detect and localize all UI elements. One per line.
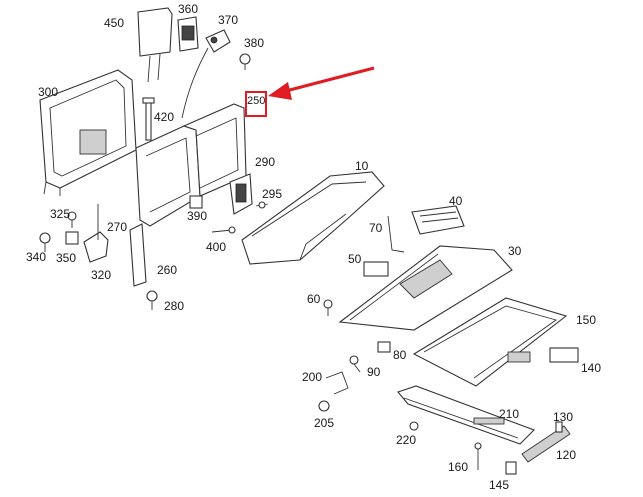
callout-260: 260 bbox=[157, 263, 178, 277]
callout-290: 290 bbox=[255, 155, 276, 169]
callout-90: 90 bbox=[367, 365, 381, 379]
control-module bbox=[411, 205, 465, 235]
callout-70: 70 bbox=[369, 221, 383, 235]
callout-420: 420 bbox=[154, 110, 175, 124]
screw-380 bbox=[239, 53, 251, 70]
callout-360: 360 bbox=[178, 2, 199, 16]
callout-210: 210 bbox=[499, 407, 520, 421]
headrest bbox=[137, 7, 173, 83]
callout-205: 205 bbox=[314, 416, 335, 430]
callout-325: 325 bbox=[50, 207, 71, 221]
cargo-floor bbox=[412, 297, 568, 387]
callout-400: 400 bbox=[206, 240, 227, 254]
callout-150: 150 bbox=[576, 313, 597, 327]
rod-420 bbox=[142, 97, 155, 141]
floor-panel bbox=[338, 245, 513, 331]
callout-40: 40 bbox=[449, 194, 463, 208]
sill-trim bbox=[397, 385, 535, 445]
bracket-290 bbox=[229, 173, 253, 215]
callout-250: 250 bbox=[247, 95, 266, 107]
highlight-box bbox=[245, 91, 267, 117]
callout-350: 350 bbox=[56, 251, 77, 265]
bracket-360 bbox=[177, 16, 199, 52]
callout-370: 370 bbox=[218, 13, 239, 27]
callout-200: 200 bbox=[302, 370, 323, 384]
callout-220: 220 bbox=[396, 433, 417, 447]
seat-cushion bbox=[241, 171, 385, 265]
callout-270: 270 bbox=[107, 220, 128, 234]
callout-320: 320 bbox=[91, 268, 112, 282]
callout-300: 300 bbox=[38, 85, 59, 99]
callout-450: 450 bbox=[104, 16, 125, 30]
callout-280: 280 bbox=[164, 299, 185, 313]
callout-50: 50 bbox=[348, 252, 362, 266]
callout-10: 10 bbox=[355, 159, 369, 173]
latch-370 bbox=[181, 29, 231, 119]
callout-120: 120 bbox=[556, 448, 577, 462]
pointer-arrow bbox=[268, 66, 375, 100]
callout-30: 30 bbox=[508, 244, 522, 258]
callout-140: 140 bbox=[581, 361, 602, 375]
callout-160: 160 bbox=[448, 460, 469, 474]
callout-295: 295 bbox=[262, 187, 283, 201]
callout-80: 80 bbox=[393, 348, 407, 362]
callout-145: 145 bbox=[489, 478, 510, 492]
callout-340: 340 bbox=[26, 250, 47, 264]
callout-380: 380 bbox=[244, 36, 265, 50]
callout-130: 130 bbox=[553, 410, 574, 424]
callout-60: 60 bbox=[307, 292, 321, 306]
callout-390: 390 bbox=[187, 209, 208, 223]
